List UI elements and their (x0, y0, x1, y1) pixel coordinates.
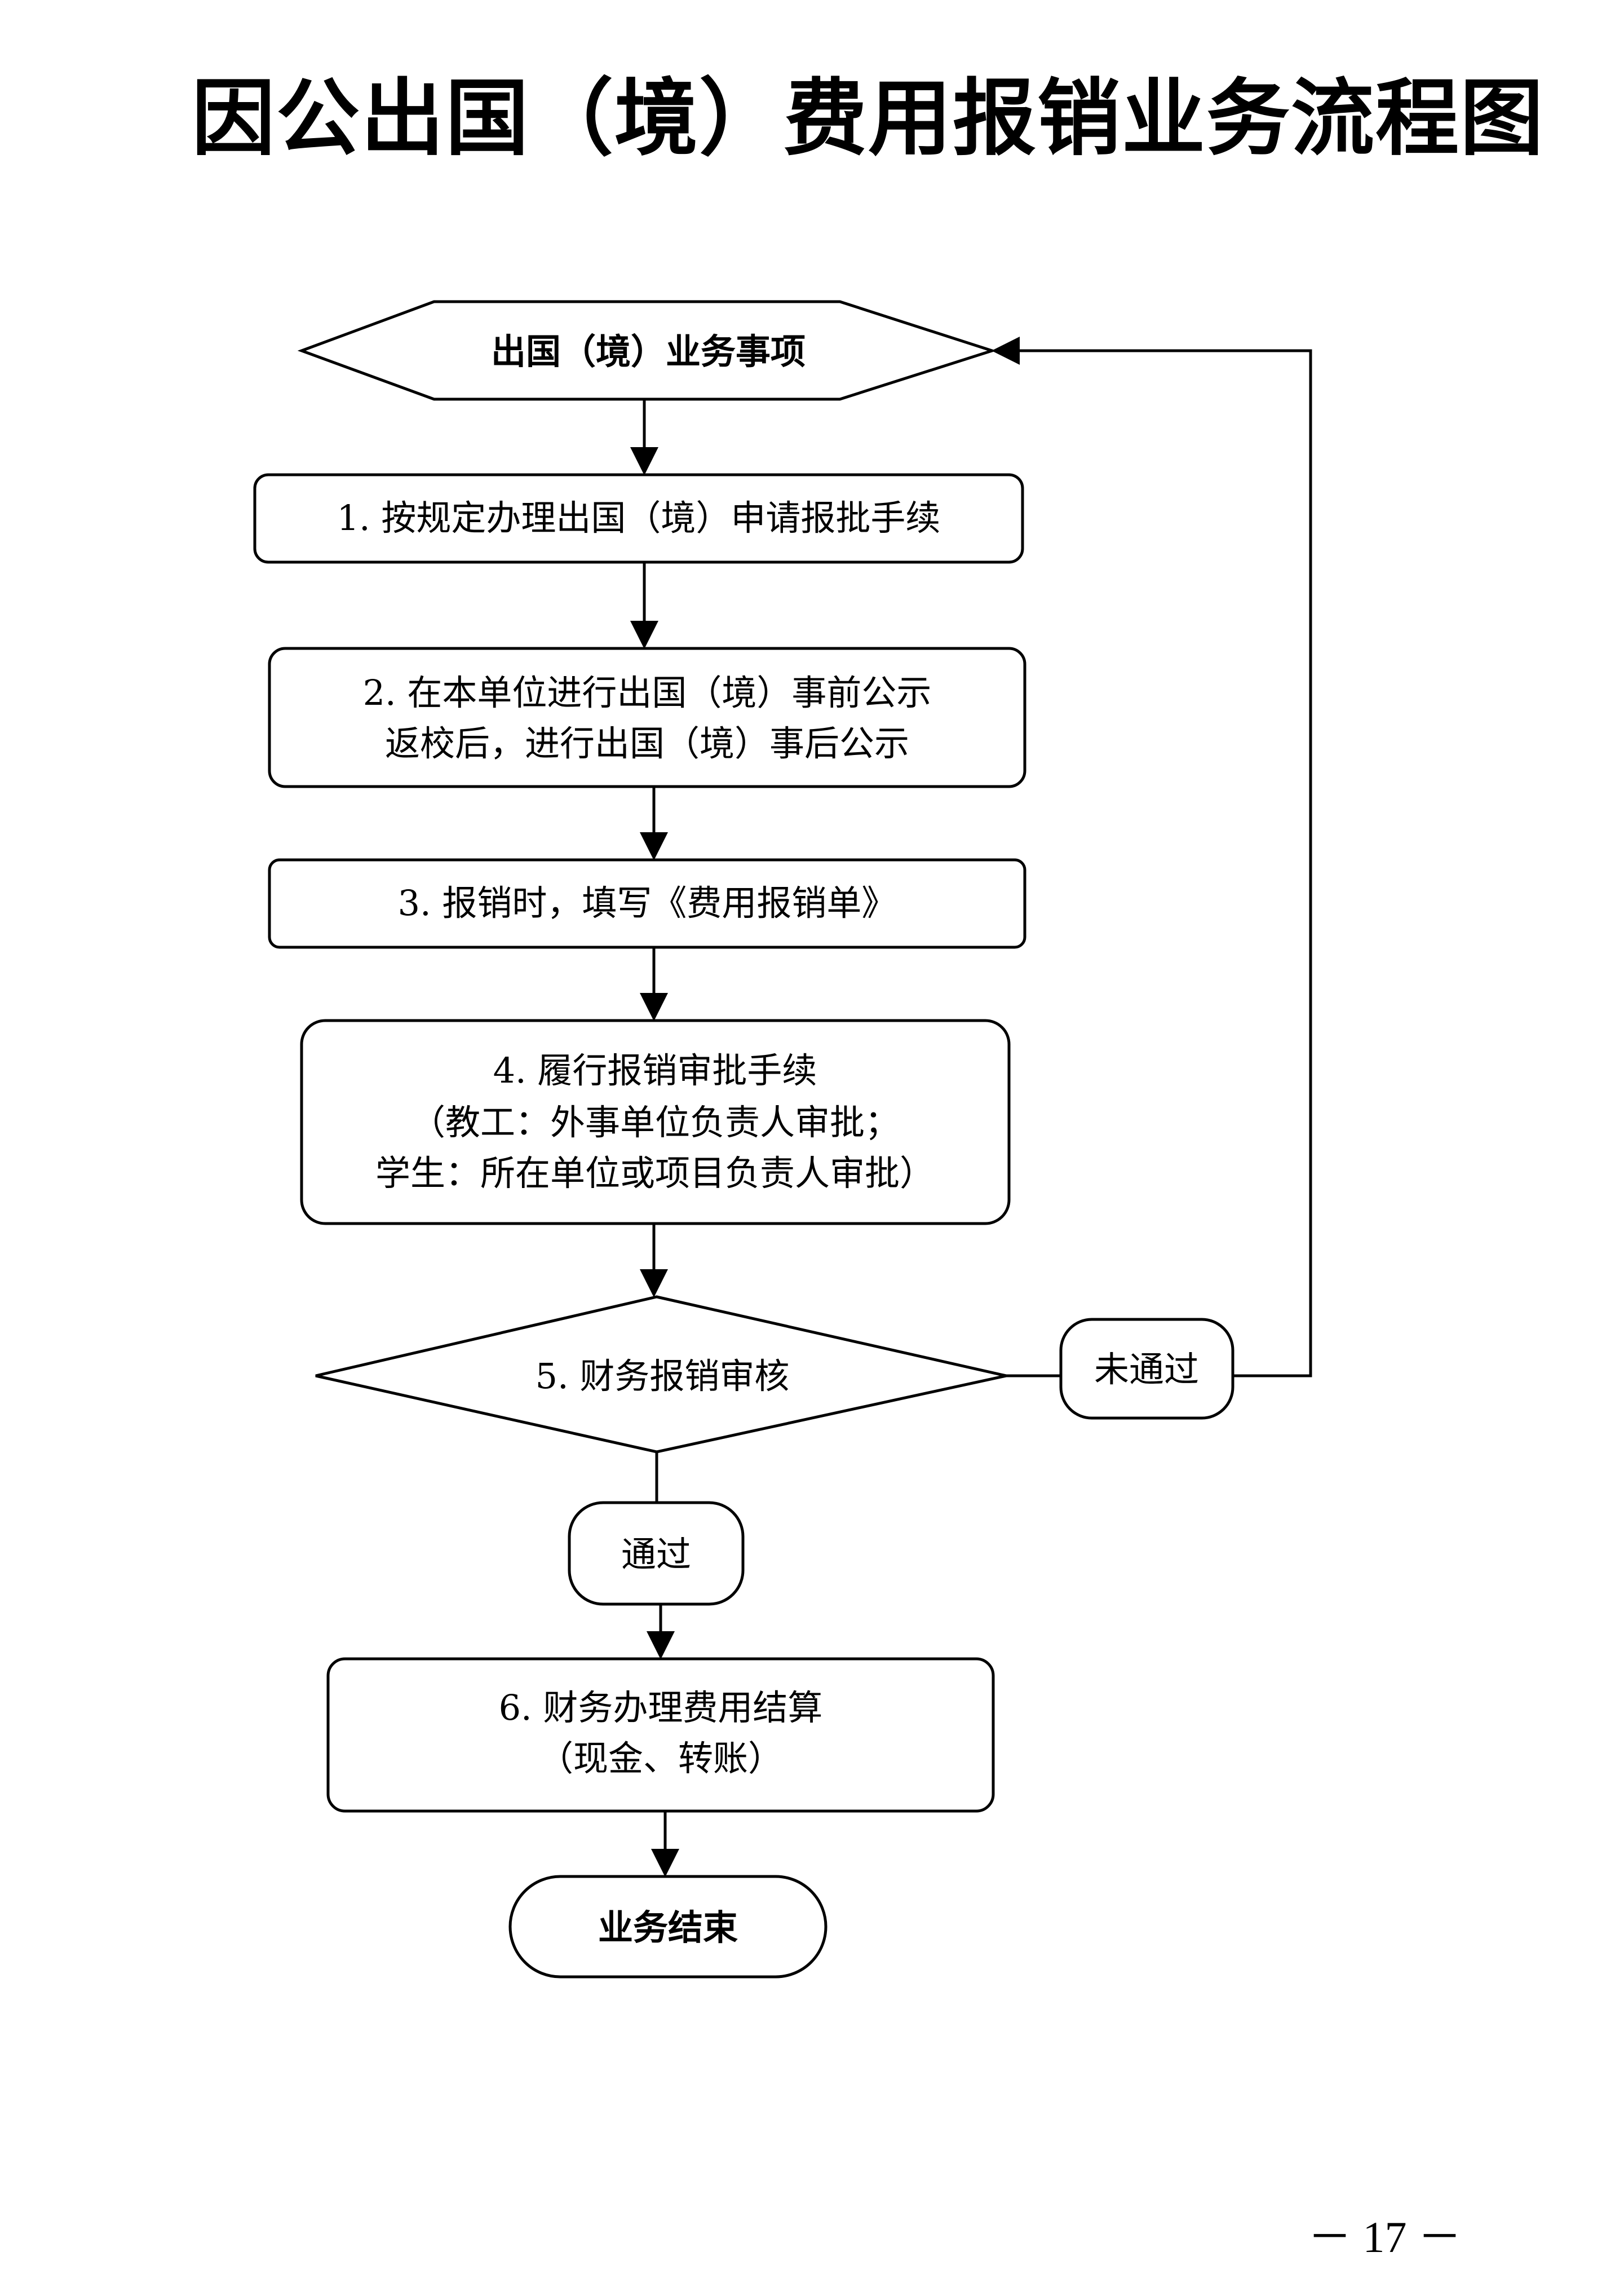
page-title: 因公出国（境）费用报销业务流程图 (192, 70, 1545, 167)
step-4-line-1: 4. 履行报销审批手续 (493, 1050, 817, 1091)
step-3-label: 3. 报销时，填写《费用报销单》 (398, 882, 897, 924)
step-2-line-1: 2. 在本单位进行出国（境）事前公示 (363, 672, 932, 713)
step-2-node: 2. 在本单位进行出国（境）事前公示 返校后，进行出国（境）事后公示 (268, 647, 1026, 788)
step-1-node: 1. 按规定办理出国（境）申请报批手续 (253, 473, 1024, 564)
step-4-node: 4. 履行报销审批手续 （教工：外事单位负责人审批； 学生：所在单位或项目负责人… (300, 1019, 1011, 1225)
end-node-label: 业务结束 (598, 1907, 738, 1948)
step-3-node: 3. 报销时，填写《费用报销单》 (268, 858, 1026, 949)
fail-tag-label: 未通过 (1094, 1349, 1199, 1390)
step-2-line-2: 返校后，进行出国（境）事后公示 (385, 723, 909, 764)
start-node-label: 出国（境）业务事项 (491, 331, 806, 372)
step-4-line-2: （教工：外事单位负责人审批； (410, 1102, 900, 1143)
step-6-line-2: （现金、转账） (538, 1738, 783, 1779)
step-5-decision: 5. 财务报销审核 (315, 1295, 1007, 1454)
pass-tag-label: 通过 (621, 1534, 691, 1575)
step-6-line-1: 6. 财务办理费用结算 (499, 1687, 823, 1728)
step-5-label: 5. 财务报销审核 (536, 1355, 790, 1397)
step-4-line-3: 学生：所在单位或项目负责人审批） (375, 1152, 935, 1194)
start-node: 出国（境）业务事项 (297, 300, 997, 401)
step-6-node: 6. 财务办理费用结算 （现金、转账） (326, 1657, 995, 1813)
loop-fail-to-start (992, 337, 1312, 1377)
step-1-label: 1. 按规定办理出国（境）申请报批手续 (337, 497, 941, 538)
page-number: － 17 － (1308, 2213, 1462, 2262)
pass-tag: 通过 (568, 1501, 745, 1606)
end-node: 业务结束 (508, 1875, 828, 1979)
fail-tag: 未通过 (1059, 1318, 1234, 1420)
